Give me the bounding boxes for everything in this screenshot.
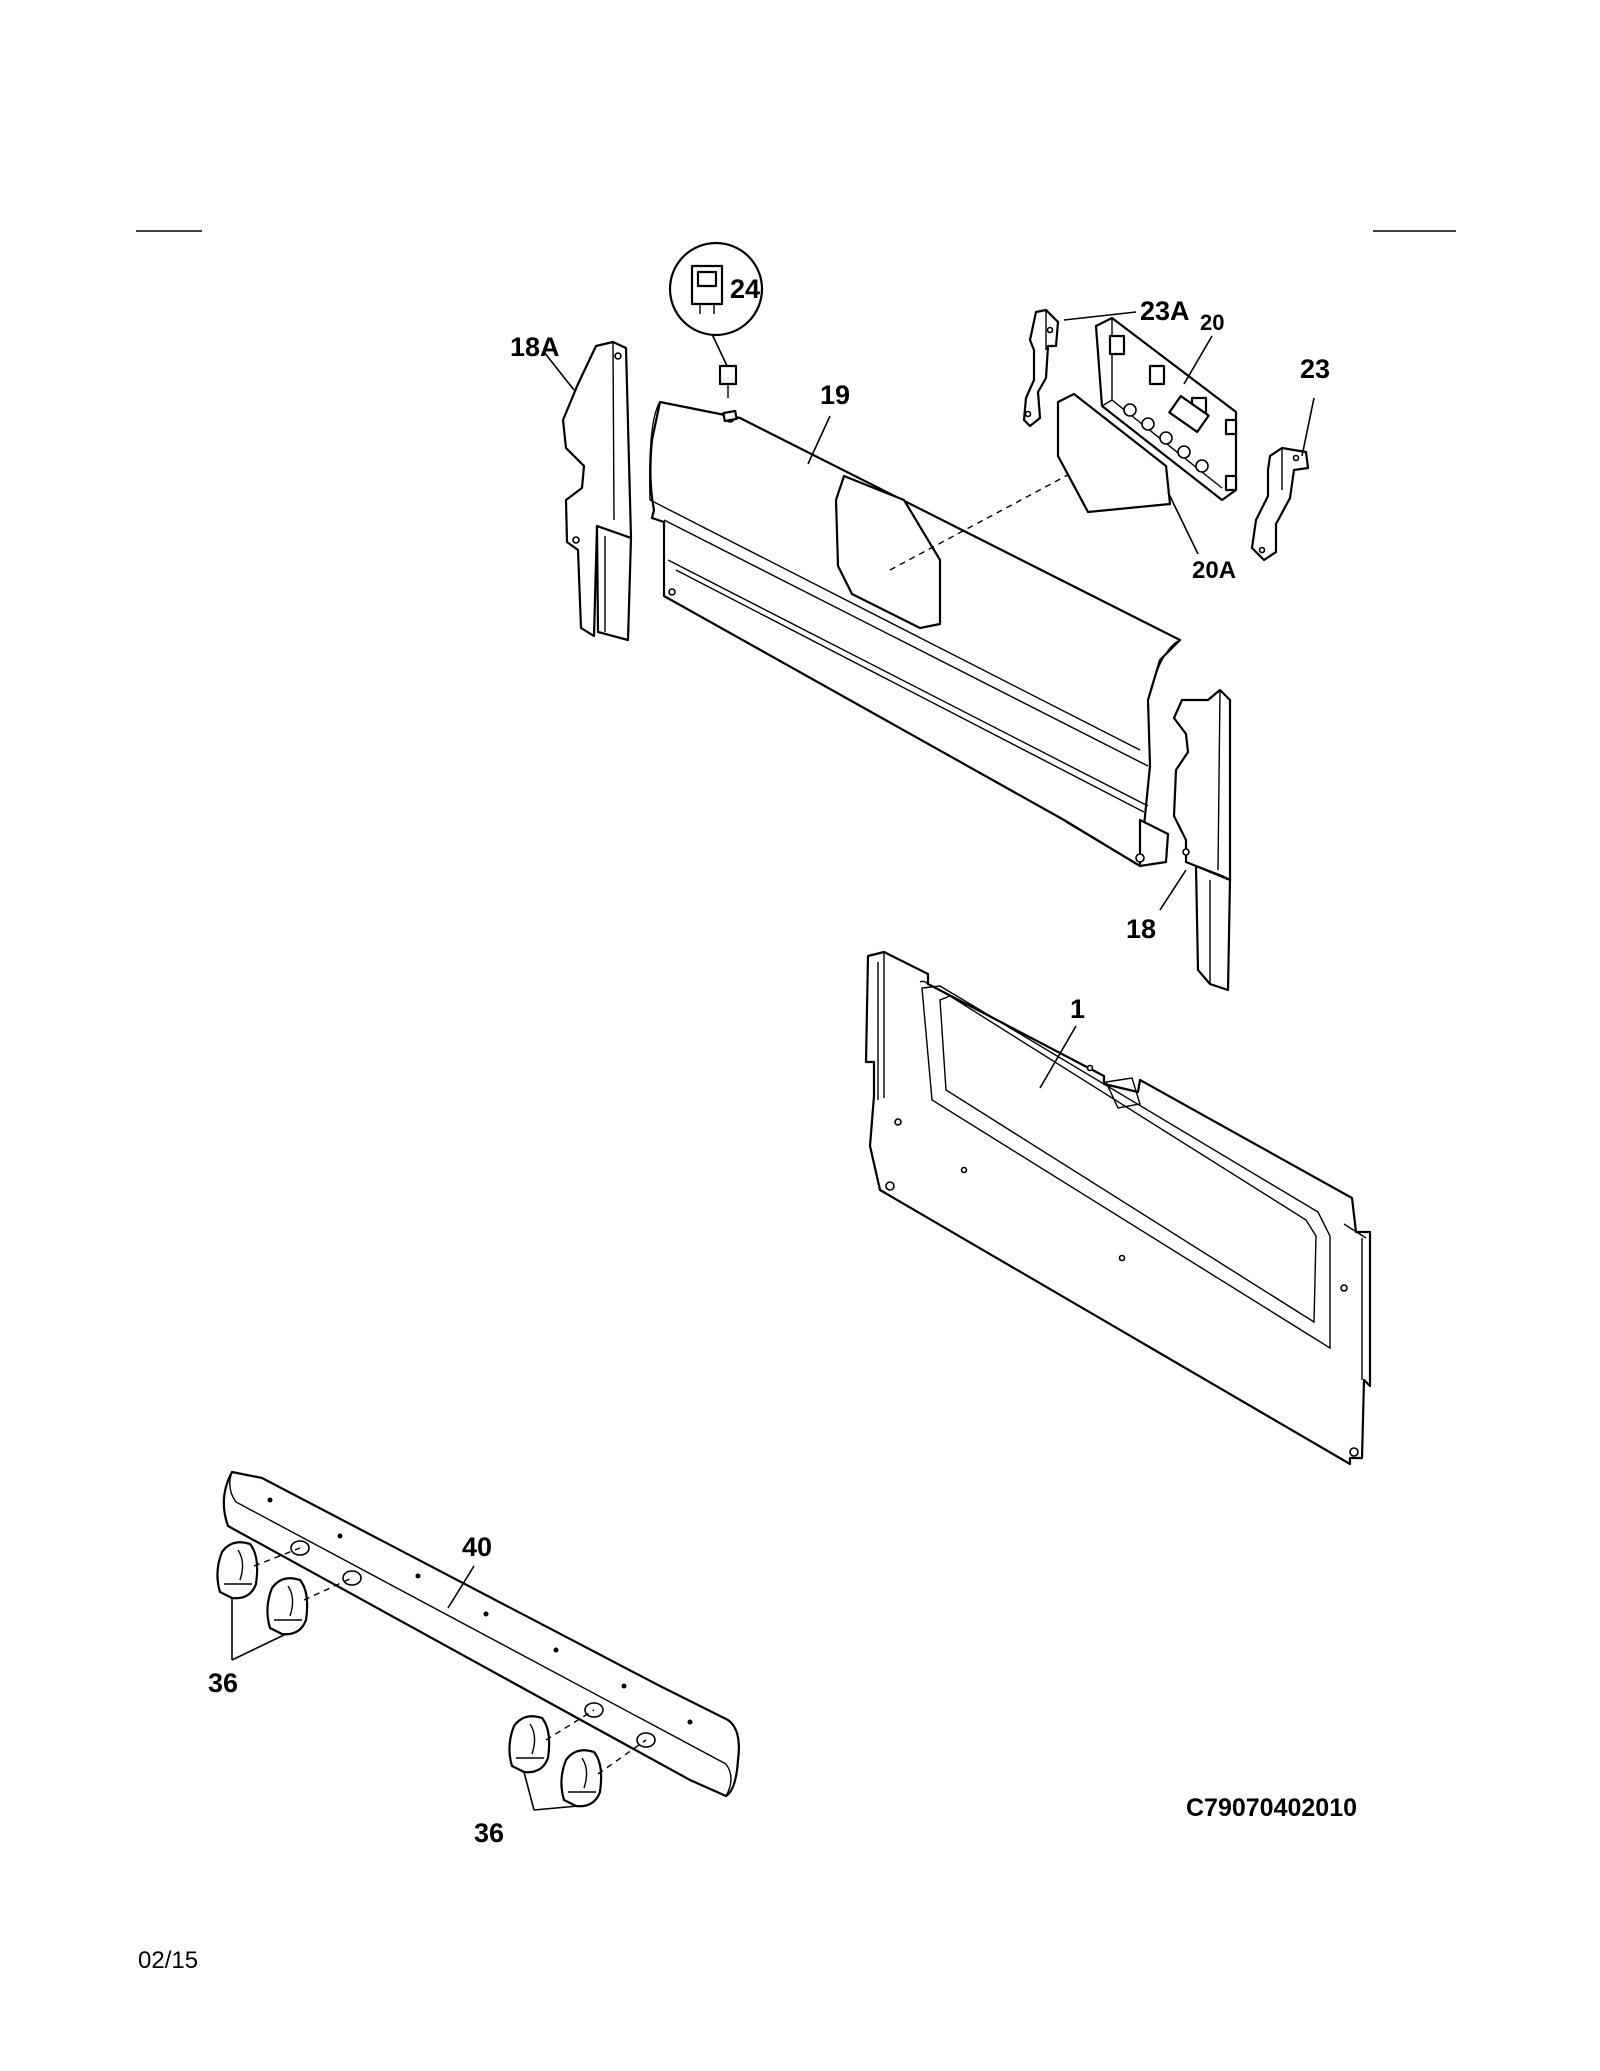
knob-dashed-line (545, 1709, 595, 1741)
leader-23 (1301, 397, 1315, 457)
callout-19: 19 (820, 380, 850, 410)
callout-18: 18 (1126, 914, 1156, 944)
callout-36: 36 (208, 1668, 238, 1698)
date-code: 02/15 (138, 1947, 198, 1974)
leader-36b (523, 1771, 535, 1811)
callout-40: 40 (462, 1532, 492, 1562)
callout-24: 24 (730, 274, 760, 304)
knob-dashed-line (253, 1547, 301, 1567)
callout-18A: 18A (510, 332, 560, 362)
part-40-manifold-panel (222, 1470, 740, 1798)
leader-20 (1183, 335, 1213, 385)
callout-20A: 20A (1192, 557, 1236, 584)
leader-36b (533, 1805, 579, 1811)
leader-36a (231, 1633, 287, 1661)
part-18-right-bracket (1172, 688, 1232, 992)
callout-20: 20 (1200, 310, 1224, 335)
part-36-knob (508, 1715, 551, 1774)
leader-40 (447, 1565, 475, 1609)
part-20-control-board (1094, 316, 1238, 502)
part-36-knob (216, 1541, 259, 1600)
callout-36: 36 (474, 1818, 504, 1848)
callout-23: 23 (1300, 354, 1330, 384)
callout-1: 1 (1070, 994, 1085, 1024)
part-18A-left-bracket (561, 340, 633, 642)
knob-dashed-line (303, 1577, 353, 1601)
part-24-switch (668, 241, 764, 398)
leader-18 (1159, 869, 1187, 911)
part-36-knob (560, 1749, 603, 1808)
leader-1 (1039, 1025, 1077, 1089)
part-1-rear-panel (864, 950, 1372, 1466)
callout-23A: 23A (1140, 296, 1190, 326)
part-36-knob (266, 1577, 309, 1636)
knob-dashed-line (597, 1739, 647, 1775)
part-23A-bracket (1022, 308, 1060, 428)
drawing-code: C79070402010 (1186, 1794, 1357, 1822)
leader-18A (543, 351, 575, 391)
part-23-bracket (1250, 446, 1310, 562)
part-19-backguard (649, 400, 1182, 868)
leader-20A (1167, 491, 1199, 555)
leader-19 (807, 415, 831, 465)
part-20A-overlay (1056, 392, 1172, 514)
leader-23A (1063, 311, 1137, 321)
